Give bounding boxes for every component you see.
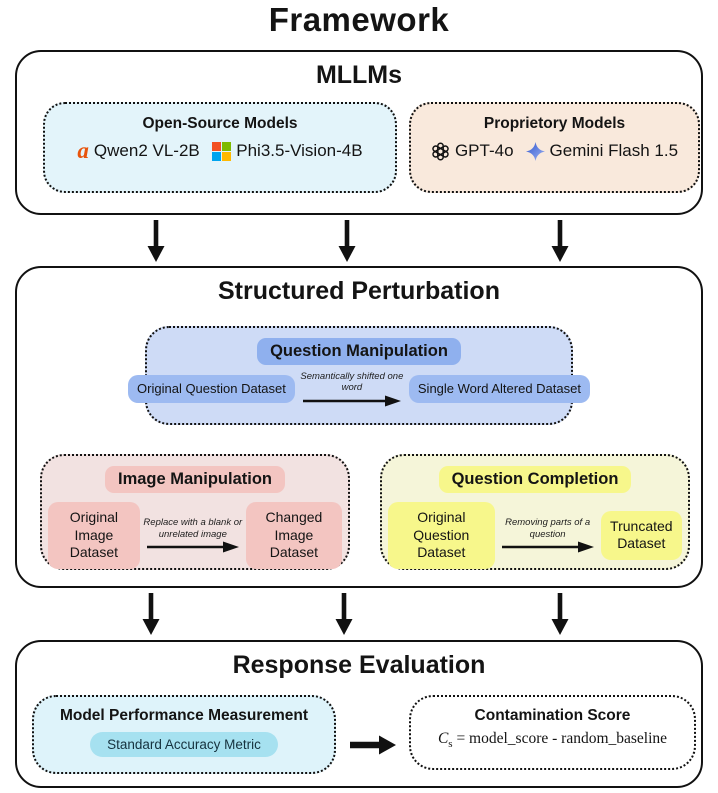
proprietary-title: Proprietory Models xyxy=(483,115,626,132)
evaluation-flow-arrow xyxy=(350,735,396,755)
open-source-title: Open-Source Models xyxy=(142,115,298,132)
question-completion-box: Question Completion Original Question Da… xyxy=(380,454,690,570)
page-title: Framework xyxy=(268,1,450,38)
arrow-caption: Semantically shifted one word xyxy=(300,371,404,394)
formula-variable: C xyxy=(437,730,449,747)
proprietary-models-box: Proprietory Models GPT-4o xyxy=(409,102,700,193)
perturbation-section: Structured Perturbation Question Manipul… xyxy=(15,266,703,588)
open-source-models-box: Open-Source Models a Qwen2 VL-2B Phi3.5-… xyxy=(43,102,397,193)
image-manipulation-flow: Original Image Dataset Replace with a bl… xyxy=(42,502,348,569)
flow-arrow-group: Removing parts of a question xyxy=(498,517,598,553)
question-manipulation-title: Question Manipulation xyxy=(257,338,461,365)
down-arrow xyxy=(551,220,569,262)
alibaba-icon: a xyxy=(77,138,89,163)
question-manipulation-flow: Original Question Dataset Semantically s… xyxy=(128,371,590,407)
image-manipulation-box: Image Manipulation Original Image Datase… xyxy=(40,454,350,570)
question-completion-title: Question Completion xyxy=(438,466,632,493)
target-dataset-pill: Single Word Altered Dataset xyxy=(408,374,590,404)
contamination-score-title: Contamination Score xyxy=(474,707,631,724)
model-performance-title: Model Performance Measurement xyxy=(59,707,309,724)
down-arrow xyxy=(551,593,569,635)
model-item-gemini: Gemini Flash 1.5 xyxy=(525,141,679,161)
model-item-qwen2: a Qwen2 VL-2B xyxy=(77,138,200,163)
down-arrow xyxy=(147,220,165,262)
open-source-models-row: a Qwen2 VL-2B Phi3.5-Vision-4B xyxy=(45,138,395,163)
question-manipulation-box: Question Manipulation Original Question … xyxy=(128,326,590,425)
right-flow-arrow xyxy=(146,541,239,553)
source-dataset-pill: Original Question Dataset xyxy=(128,374,295,404)
source-dataset-pill: Original Image Dataset xyxy=(48,502,140,569)
image-manipulation-title: Image Manipulation xyxy=(104,466,285,493)
arrow-caption: Removing parts of a question xyxy=(505,517,591,540)
flow-arrow-group: Replace with a blank or unrelated image xyxy=(143,517,243,553)
evaluation-section: Response Evaluation Model Performance Me… xyxy=(15,640,703,788)
down-arrow xyxy=(335,593,353,635)
model-label: Qwen2 VL-2B xyxy=(93,141,200,161)
flow-arrow-group: Semantically shifted one word xyxy=(298,371,406,407)
source-dataset-pill: Original Question Dataset xyxy=(388,502,495,569)
model-label: Gemini Flash 1.5 xyxy=(549,141,679,160)
contamination-formula: Cs = model_score - random_baseline xyxy=(411,730,694,750)
mllms-section: MLLMs Open-Source Models a Qwen2 VL-2B P… xyxy=(15,50,703,215)
perturbation-title: Structured Perturbation xyxy=(218,277,500,305)
formula-subscript: s xyxy=(448,738,453,751)
mllms-title: MLLMs xyxy=(315,61,403,89)
model-performance-box: Model Performance Measurement Standard A… xyxy=(32,695,336,774)
contamination-score-box: Contamination Score Cs = model_score - r… xyxy=(409,695,696,770)
question-completion-flow: Original Question Dataset Removing parts… xyxy=(382,502,688,569)
gemini-icon xyxy=(525,141,545,161)
target-dataset-pill: Truncated Dataset xyxy=(600,510,682,560)
openai-icon xyxy=(432,142,449,160)
proprietary-models-row: GPT-4o Gemini Flash 1.5 xyxy=(411,141,698,161)
down-arrow xyxy=(142,593,160,635)
evaluation-title: Response Evaluation xyxy=(232,651,486,679)
right-flow-arrow xyxy=(302,395,401,407)
model-item-phi35: Phi3.5-Vision-4B xyxy=(211,141,363,162)
accuracy-metric-pill: Standard Accuracy Metric xyxy=(90,732,278,757)
down-arrow xyxy=(338,220,356,262)
model-label: GPT-4o xyxy=(454,141,514,160)
formula-expression: = model_score - random_baseline xyxy=(456,730,668,747)
arrow-caption: Replace with a blank or unrelated image xyxy=(143,517,243,540)
model-item-gpt4o: GPT-4o xyxy=(431,141,514,161)
microsoft-icon xyxy=(211,141,232,162)
target-dataset-pill: Changed Image Dataset xyxy=(245,502,342,569)
model-label: Phi3.5-Vision-4B xyxy=(236,141,363,161)
right-flow-arrow xyxy=(501,541,594,553)
